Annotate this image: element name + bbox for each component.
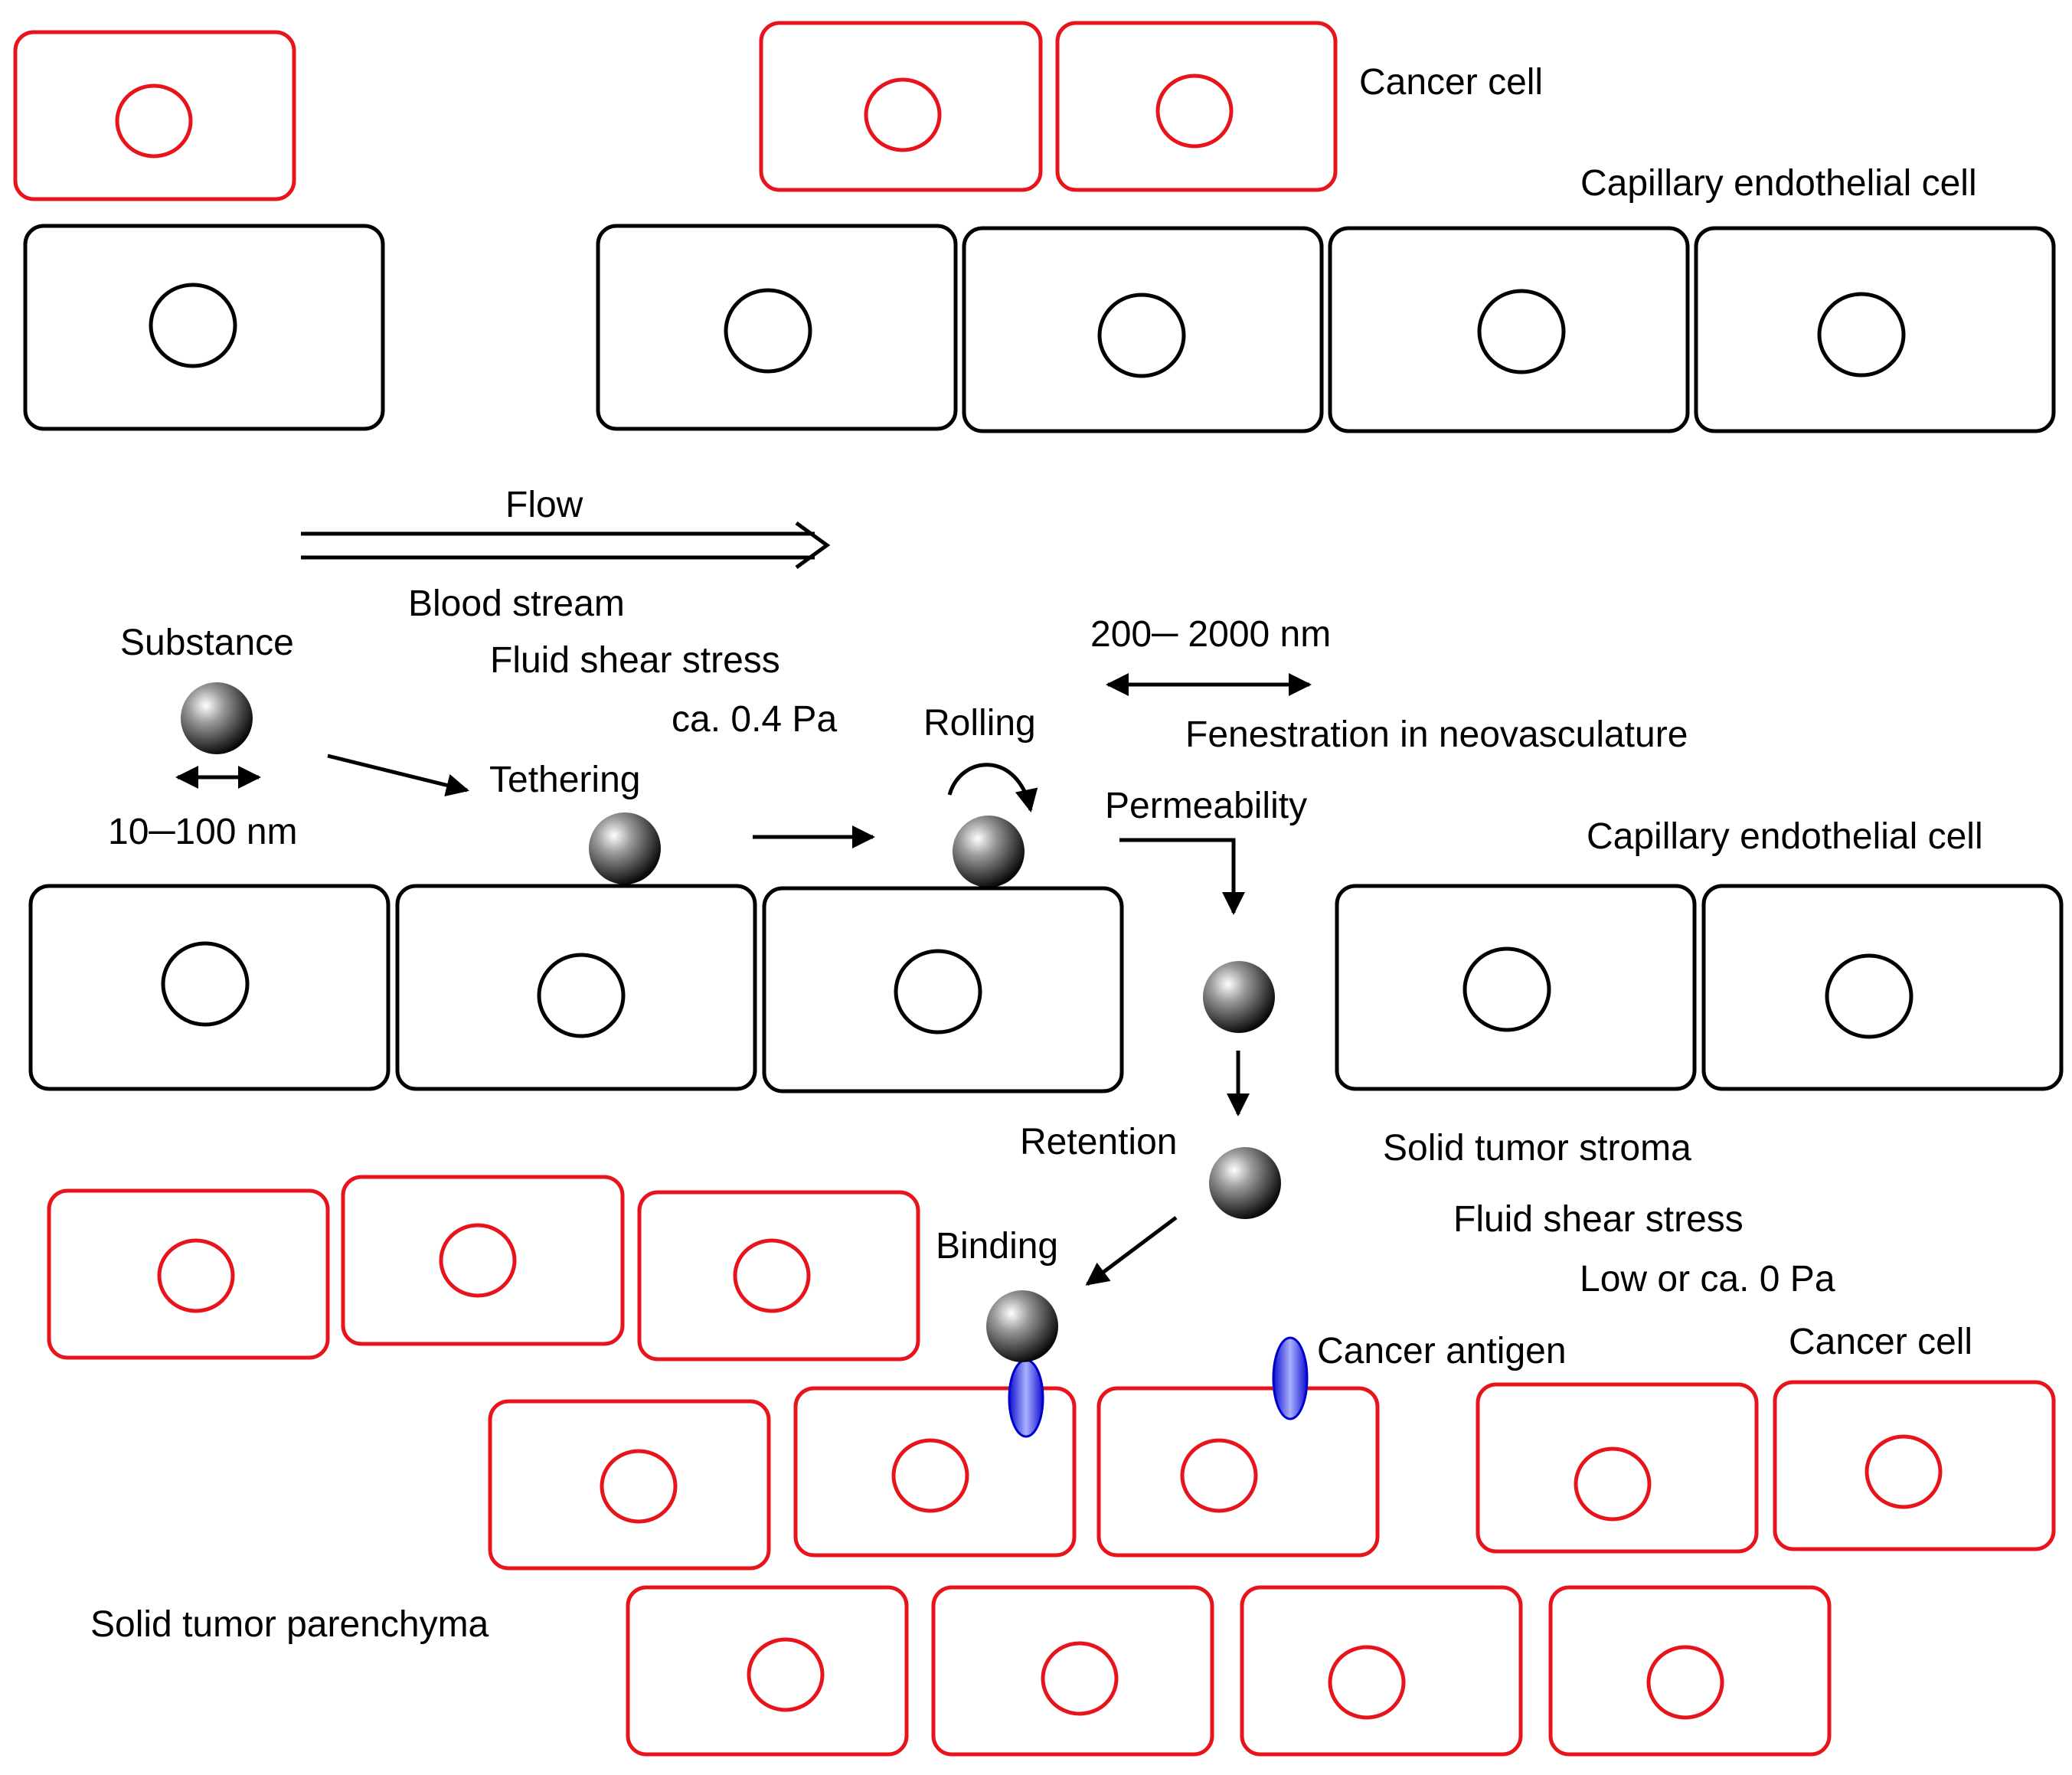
rolling-curved-arrow — [947, 763, 1038, 812]
tethering-particle — [589, 812, 661, 884]
arrow-to-binding — [1085, 1216, 1178, 1286]
cancer-cell-mid-2 — [341, 1175, 625, 1346]
endothelial-cell-mid-3 — [762, 886, 1124, 1093]
endothelial-cell-top-3 — [962, 226, 1324, 433]
label-parenchyma: Solid tumor parenchyma — [90, 1604, 489, 1645]
cancer-cell-mid-1 — [47, 1188, 330, 1360]
endothelial-cell-mid-4 — [1335, 884, 1697, 1091]
substance-particle — [181, 682, 253, 754]
label-stroma: Solid tumor stroma — [1383, 1128, 1691, 1169]
cancer-cell-low-4 — [1476, 1382, 1759, 1554]
cancer-cell-bottom-3 — [1240, 1585, 1523, 1757]
permeability-arrow — [1119, 838, 1245, 915]
cancer-antigen-bound — [1008, 1358, 1044, 1438]
endothelial-cell-mid-2 — [395, 884, 757, 1091]
cancer-cell-low-1 — [488, 1399, 771, 1571]
endothelial-cell-top-5 — [1694, 226, 2056, 433]
label-fluid-shear-stroma: Fluid shear stress — [1453, 1199, 1744, 1240]
label-substance-size: 10─100 nm — [108, 812, 298, 852]
label-cancer-antigen: Cancer antigen — [1317, 1331, 1567, 1371]
cancer-cell-top-3 — [1055, 21, 1338, 192]
cancer-cell-low-3 — [1096, 1386, 1380, 1558]
cancer-cell-low-2 — [793, 1386, 1077, 1558]
endothelial-cell-mid-5 — [1701, 884, 2064, 1091]
label-cancer-cell-bottom: Cancer cell — [1789, 1322, 1972, 1362]
endothelial-cell-top-4 — [1328, 226, 1690, 433]
cancer-cell-top-2 — [759, 21, 1043, 192]
label-fluid-shear-blood: Fluid shear stress — [490, 640, 780, 681]
label-binding: Binding — [936, 1226, 1058, 1267]
label-blood-stream: Blood stream — [408, 583, 625, 624]
endothelial-cell-top-1 — [23, 224, 385, 431]
permeated-particle — [1203, 961, 1275, 1033]
cancer-antigen-free — [1272, 1336, 1309, 1420]
cancer-cell-mid-3 — [637, 1190, 920, 1361]
label-tethering: Tethering — [489, 760, 640, 800]
cancer-cell-bottom-4 — [1548, 1585, 1832, 1757]
endothelial-cell-top-2 — [596, 224, 958, 431]
flow-arrow — [301, 521, 831, 570]
label-retention: Retention — [1020, 1122, 1177, 1162]
cancer-cell-top-1 — [13, 30, 296, 201]
cancer-cell-low-5 — [1773, 1380, 2056, 1551]
label-shear-blood-value: ca. 0.4 Pa — [672, 699, 837, 740]
label-fenestration: Fenestration in neovasculature — [1185, 714, 1688, 755]
label-rolling: Rolling — [923, 703, 1036, 744]
label-endothelial-mid: Capillary endothelial cell — [1587, 816, 1983, 857]
cancer-cell-bottom-2 — [931, 1585, 1214, 1757]
retained-particle — [1209, 1147, 1281, 1219]
label-substance: Substance — [120, 623, 294, 663]
label-cancer-cell-top: Cancer cell — [1359, 62, 1543, 103]
binding-particle — [986, 1290, 1058, 1362]
label-fenestration-size: 200─ 2000 nm — [1090, 614, 1331, 655]
label-shear-stroma-value: Low or ca. 0 Pa — [1580, 1259, 1835, 1299]
cancer-cell-bottom-1 — [626, 1585, 909, 1757]
arrow-to-tethering — [327, 753, 469, 797]
endothelial-cell-mid-1 — [28, 884, 391, 1091]
label-flow: Flow — [505, 485, 583, 525]
label-endothelial-top: Capillary endothelial cell — [1580, 163, 1977, 204]
label-permeability: Permeability — [1105, 786, 1307, 826]
rolling-particle — [953, 816, 1025, 888]
